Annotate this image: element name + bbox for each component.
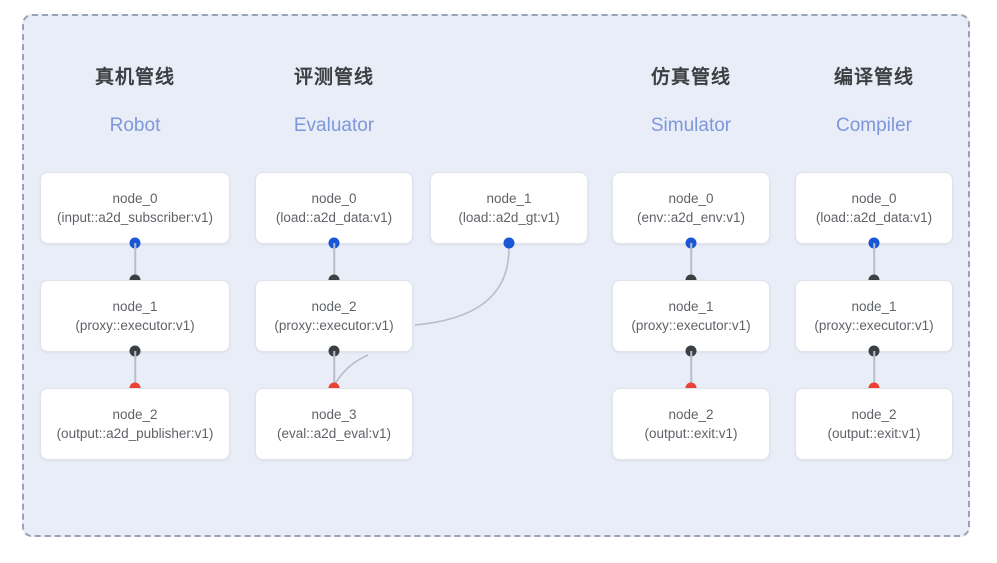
node-type: (output::exit:v1) — [827, 426, 921, 441]
node-evaluator-0[interactable]: node_0 (load::a2d_data:v1) — [255, 172, 413, 244]
node-name: node_0 — [668, 191, 714, 206]
node-compiler-1[interactable]: node_1 (proxy::executor:v1) — [795, 280, 953, 352]
port-out-evaluator-gt[interactable] — [503, 237, 515, 249]
node-name: node_2 — [311, 299, 357, 314]
node-type: (eval::a2d_eval:v1) — [276, 426, 392, 441]
node-evaluator-3[interactable]: node_3 (eval::a2d_eval:v1) — [255, 388, 413, 460]
node-robot-2[interactable]: node_2 (output::a2d_publisher:v1) — [40, 388, 230, 460]
node-compiler-2[interactable]: node_2 (output::exit:v1) — [795, 388, 953, 460]
node-name: node_1 — [851, 299, 897, 314]
node-name: node_2 — [851, 407, 897, 422]
node-name: node_2 — [112, 407, 158, 422]
node-name: node_1 — [112, 299, 158, 314]
node-type: (load::a2d_gt:v1) — [458, 210, 560, 225]
node-type: (proxy::executor:v1) — [631, 318, 751, 333]
node-type: (output::a2d_publisher:v1) — [56, 426, 214, 441]
node-type: (load::a2d_data:v1) — [275, 210, 393, 225]
node-name: node_1 — [486, 191, 532, 206]
node-name: node_3 — [311, 407, 357, 422]
node-type: (input::a2d_subscriber:v1) — [56, 210, 214, 225]
node-simulator-2[interactable]: node_2 (output::exit:v1) — [612, 388, 770, 460]
edge-simulator-1-2 — [690, 351, 692, 388]
node-robot-1[interactable]: node_1 (proxy::executor:v1) — [40, 280, 230, 352]
node-type: (output::exit:v1) — [644, 426, 738, 441]
node-type: (proxy::executor:v1) — [814, 318, 934, 333]
node-evaluator-gt[interactable]: node_1 (load::a2d_gt:v1) — [430, 172, 588, 244]
node-name: node_0 — [851, 191, 897, 206]
node-name: node_0 — [112, 191, 158, 206]
node-simulator-0[interactable]: node_0 (env::a2d_env:v1) — [612, 172, 770, 244]
node-type: (load::a2d_data:v1) — [815, 210, 933, 225]
node-compiler-0[interactable]: node_0 (load::a2d_data:v1) — [795, 172, 953, 244]
node-simulator-1[interactable]: node_1 (proxy::executor:v1) — [612, 280, 770, 352]
edge-evaluator-2-3 — [333, 351, 335, 388]
edge-evaluator-0-2 — [333, 243, 335, 280]
edge-compiler-0-1 — [873, 243, 875, 280]
node-name: node_2 — [668, 407, 714, 422]
edge-simulator-0-1 — [690, 243, 692, 280]
node-name: node_1 — [668, 299, 714, 314]
node-type: (proxy::executor:v1) — [75, 318, 195, 333]
node-type: (proxy::executor:v1) — [274, 318, 394, 333]
node-robot-0[interactable]: node_0 (input::a2d_subscriber:v1) — [40, 172, 230, 244]
node-evaluator-2[interactable]: node_2 (proxy::executor:v1) — [255, 280, 413, 352]
edge-compiler-1-2 — [873, 351, 875, 388]
node-type: (env::a2d_env:v1) — [636, 210, 746, 225]
node-name: node_0 — [311, 191, 357, 206]
edge-robot-0-1 — [134, 243, 136, 280]
edge-robot-1-2 — [134, 351, 136, 388]
